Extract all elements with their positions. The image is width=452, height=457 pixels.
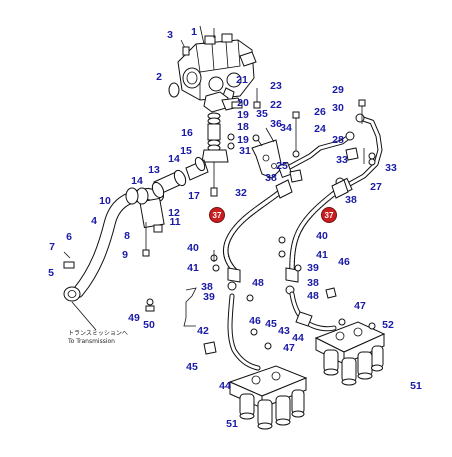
transmission-note: トランスミッションへ To Transmission bbox=[68, 330, 128, 345]
callout-44a: 44 bbox=[219, 379, 231, 392]
tube-42 bbox=[183, 287, 261, 371]
pump-assembly bbox=[177, 25, 257, 101]
washer-50 bbox=[145, 305, 155, 312]
callout-14b: 14 bbox=[131, 174, 143, 187]
callout-21: 21 bbox=[236, 73, 248, 86]
callout-47b: 47 bbox=[354, 299, 366, 312]
bolt-47b bbox=[338, 318, 346, 326]
o-ring bbox=[168, 82, 180, 98]
callout-34: 34 bbox=[280, 121, 292, 134]
callout-24: 24 bbox=[314, 122, 326, 135]
callout-50: 50 bbox=[143, 318, 155, 331]
callout-30: 30 bbox=[332, 101, 344, 114]
callout-49: 49 bbox=[128, 311, 140, 324]
note-leader bbox=[71, 301, 97, 331]
badge-37-right: 37 bbox=[322, 208, 336, 222]
callout-27: 27 bbox=[370, 180, 382, 193]
callout-29: 29 bbox=[332, 83, 344, 96]
callout-6: 6 bbox=[66, 230, 72, 243]
callout-43: 43 bbox=[278, 324, 290, 337]
callout-26: 26 bbox=[314, 105, 326, 118]
callout-18: 18 bbox=[237, 120, 249, 133]
callout-22: 22 bbox=[270, 98, 282, 111]
callout-38b: 38 bbox=[345, 193, 357, 206]
callout-38d: 38 bbox=[307, 276, 319, 289]
callout-40a: 40 bbox=[187, 241, 199, 254]
callout-33a: 33 bbox=[336, 153, 348, 166]
tube-43 bbox=[289, 287, 337, 332]
callout-41a: 41 bbox=[187, 261, 199, 274]
callout-51a: 51 bbox=[226, 417, 238, 430]
callout-38c: 38 bbox=[201, 280, 213, 293]
callout-41b: 41 bbox=[316, 248, 328, 261]
hose-couplers bbox=[151, 156, 209, 199]
callout-52: 52 bbox=[382, 318, 394, 331]
callout-42: 42 bbox=[197, 324, 209, 337]
callout-23: 23 bbox=[270, 79, 282, 92]
hose-right bbox=[285, 179, 349, 283]
bolt-47 bbox=[264, 342, 272, 350]
callout-19b: 19 bbox=[237, 133, 249, 146]
callout-32: 32 bbox=[235, 186, 247, 199]
tube-27 bbox=[335, 99, 383, 195]
callout-20: 20 bbox=[237, 96, 249, 109]
callout-48b: 48 bbox=[307, 289, 319, 302]
callout-28: 28 bbox=[332, 133, 344, 146]
badge-37-left: 37 bbox=[210, 208, 224, 222]
suction-tube bbox=[63, 187, 165, 302]
callout-14a: 14 bbox=[168, 152, 180, 165]
callout-40b: 40 bbox=[316, 229, 328, 242]
callout-35: 35 bbox=[256, 107, 268, 120]
callout-45a: 45 bbox=[186, 360, 198, 373]
callout-51b: 51 bbox=[410, 379, 422, 392]
callout-10: 10 bbox=[99, 194, 111, 207]
callout-8: 8 bbox=[124, 229, 130, 242]
callout-44b: 44 bbox=[292, 331, 304, 344]
callout-1: 1 bbox=[191, 25, 197, 38]
note-english: To Transmission bbox=[68, 337, 115, 345]
callout-5: 5 bbox=[48, 266, 54, 279]
callout-39a: 39 bbox=[203, 290, 215, 303]
callout-3: 3 bbox=[167, 28, 173, 41]
callout-45b: 45 bbox=[265, 317, 277, 330]
note-japanese: トランスミッションへ bbox=[68, 330, 128, 337]
callout-13: 13 bbox=[148, 163, 160, 176]
bracket bbox=[251, 134, 283, 179]
callout-36: 36 bbox=[270, 117, 282, 130]
callout-19a: 19 bbox=[237, 108, 249, 121]
tube-24 bbox=[265, 111, 355, 183]
bolt-48 bbox=[246, 294, 254, 302]
clip-46 bbox=[250, 328, 258, 336]
callout-2: 2 bbox=[156, 70, 162, 83]
callout-46a: 46 bbox=[249, 314, 261, 327]
callout-16: 16 bbox=[181, 126, 193, 139]
callout-11: 11 bbox=[169, 215, 181, 228]
callout-15: 15 bbox=[180, 144, 192, 157]
callout-17: 17 bbox=[188, 189, 200, 202]
callout-12: 12 bbox=[168, 206, 180, 219]
callout-46b: 46 bbox=[338, 255, 350, 268]
callout-4: 4 bbox=[91, 214, 97, 227]
bolt-49 bbox=[146, 298, 154, 306]
callout-39b: 39 bbox=[307, 261, 319, 274]
fitting-stack bbox=[201, 88, 261, 197]
hose-left bbox=[223, 179, 293, 283]
filter-assembly-upper bbox=[314, 321, 386, 386]
callout-33b: 33 bbox=[385, 161, 397, 174]
callout-31: 31 bbox=[239, 144, 251, 157]
callout-47a: 47 bbox=[283, 341, 295, 354]
callout-7: 7 bbox=[49, 240, 55, 253]
callout-25: 25 bbox=[276, 159, 288, 172]
filter-assembly-lower bbox=[228, 365, 308, 430]
callout-38a: 38 bbox=[265, 171, 277, 184]
callout-9: 9 bbox=[122, 248, 128, 261]
callout-48a: 48 bbox=[252, 276, 264, 289]
